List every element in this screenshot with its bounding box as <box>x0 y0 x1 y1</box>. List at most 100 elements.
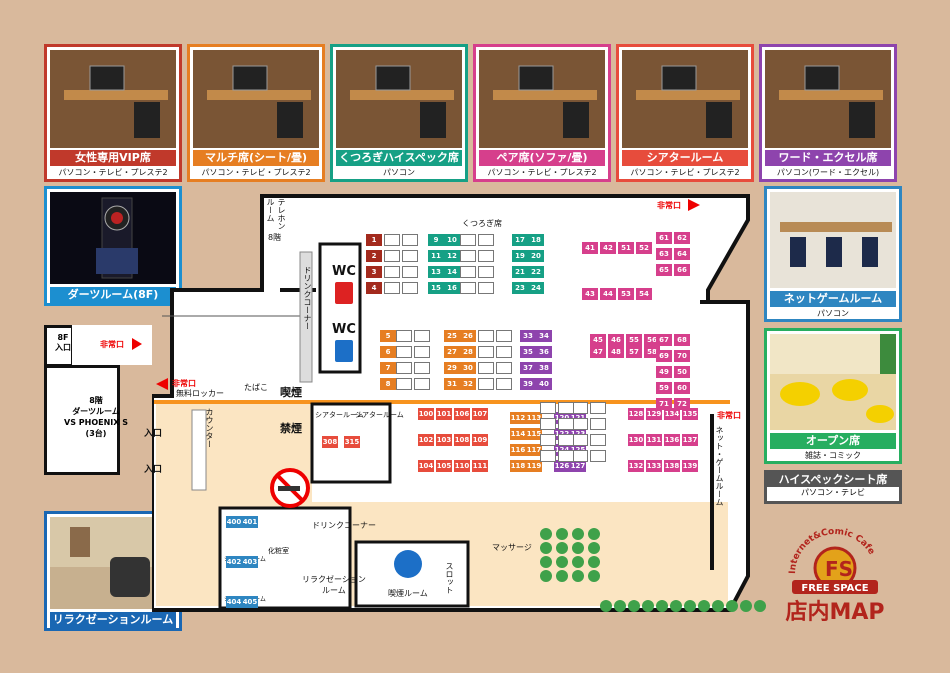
seat-135: 135 <box>682 408 698 420</box>
seat-28: 28 <box>460 346 476 358</box>
seat-37: 37 <box>520 362 536 374</box>
seat-10: 10 <box>444 234 460 246</box>
freespace-logo: Internet&Comic Cafe FS FREE SPACE <box>780 516 890 596</box>
seat-104: 104 <box>418 460 434 472</box>
seat-69: 69 <box>656 350 672 362</box>
seat-101: 101 <box>436 408 452 420</box>
seat-3: 3 <box>366 266 382 278</box>
seat-34: 34 <box>536 330 552 342</box>
seat-128: 128 <box>628 408 644 420</box>
booth <box>558 450 574 462</box>
open-seat <box>614 600 626 612</box>
eighth-floor-area: 8F 入口 非常口 8階 ダーツルーム VS PHOENIX S (3台) <box>44 325 152 475</box>
map-title: 店内MAP <box>785 600 885 625</box>
seat-72: 72 <box>674 398 690 410</box>
tabako-label: たばこ <box>244 383 268 392</box>
seat-105: 105 <box>436 460 452 472</box>
highspec-title: ハイスペックシート席 <box>767 473 899 487</box>
booth <box>414 330 430 342</box>
seat-401: 401 <box>242 516 258 528</box>
netgame-title: ネットゲームルーム <box>770 291 896 307</box>
seat-23: 23 <box>512 282 528 294</box>
locker-label: 無料ロッカー <box>176 389 224 398</box>
booth <box>540 450 556 462</box>
telephone-room-label: テレホン ルーム <box>266 198 286 230</box>
open-sub: 雑誌・コミック <box>805 451 861 460</box>
card-title: ワード・エクセル席 <box>765 150 891 166</box>
seat-308: 308 <box>322 436 338 448</box>
seat-44: 44 <box>600 288 616 300</box>
photo-kutsurogi-booth <box>336 50 462 148</box>
seat-42: 42 <box>600 242 616 254</box>
entrance-label-2: 入口 <box>144 465 163 475</box>
seat-65: 65 <box>656 264 672 276</box>
open-seat <box>572 528 584 540</box>
booth <box>478 378 494 390</box>
booth <box>496 362 512 374</box>
emergency-right-label: 非常口 <box>717 411 741 420</box>
booth <box>396 378 412 390</box>
booth <box>572 434 588 446</box>
booth <box>478 250 494 262</box>
open-seat <box>572 570 584 582</box>
seat-30: 30 <box>460 362 476 374</box>
booth <box>414 362 430 374</box>
wc-label: WC <box>332 264 356 279</box>
booth <box>402 282 418 294</box>
open-seat <box>556 528 568 540</box>
seat-29: 29 <box>444 362 460 374</box>
seat-64: 64 <box>674 248 690 260</box>
feature-card: 女性専用VIP席 パソコン・テレビ・プレステ2 <box>44 44 182 182</box>
open-seat <box>642 600 654 612</box>
seat-40: 40 <box>536 378 552 390</box>
seat-7: 7 <box>380 362 396 374</box>
seat-59: 59 <box>656 382 672 394</box>
seat-17: 17 <box>512 234 528 246</box>
emergency-left-arrow-icon <box>156 378 168 390</box>
booth <box>558 418 574 430</box>
photo-multi-booth <box>193 50 319 148</box>
seat-57: 57 <box>626 346 642 358</box>
booth <box>590 418 606 430</box>
seat-22: 22 <box>528 266 544 278</box>
seat-2: 2 <box>366 250 382 262</box>
open-seat <box>656 600 668 612</box>
eighth-floor-text: 8階 ダーツルーム VS PHOENIX S (3台) <box>64 396 128 438</box>
card-sub: パソコン <box>383 168 415 177</box>
seat-38: 38 <box>536 362 552 374</box>
seat-70: 70 <box>674 350 690 362</box>
seat-53: 53 <box>618 288 634 300</box>
seat-41: 41 <box>582 242 598 254</box>
seat-47: 47 <box>590 346 606 358</box>
drink-corner-label: ドリンクコーナー <box>303 266 312 330</box>
open-seat <box>540 570 552 582</box>
theater-label-1: シアタールーム <box>315 411 364 419</box>
booth <box>540 402 556 414</box>
darts-title: ダーツルーム(8F) <box>50 287 176 303</box>
seat-14: 14 <box>444 266 460 278</box>
seat-126: 126 <box>554 460 570 472</box>
photo-word-booth <box>765 50 891 148</box>
relaxation-label: リラクゼーション ルーム <box>302 575 366 595</box>
booth <box>478 266 494 278</box>
booth <box>460 266 476 278</box>
open-seat <box>670 600 682 612</box>
kutsurogi-label: くつろぎ席 <box>462 219 502 228</box>
open-seat <box>754 600 766 612</box>
seat-8: 8 <box>380 378 396 390</box>
netgame-room-label: ネット・ゲームルーム <box>715 426 724 506</box>
card-title: ペア席(ソファ/畳) <box>479 150 605 166</box>
card-sub: パソコン・テレビ・プレステ2 <box>58 168 168 177</box>
darts-photo <box>50 192 176 284</box>
seat-15: 15 <box>428 282 444 294</box>
seat-119: 119 <box>526 460 542 472</box>
seat-108: 108 <box>454 434 470 446</box>
seat-54: 54 <box>636 288 652 300</box>
seat-110: 110 <box>454 460 470 472</box>
relax-title: リラクゼーションルーム <box>50 612 176 628</box>
card-sub: パソコン・テレビ・プレステ2 <box>201 168 311 177</box>
emergency-arrow-icon <box>132 338 142 350</box>
seat-403: 403 <box>242 556 258 568</box>
seat-19: 19 <box>512 250 528 262</box>
emergency-left-label: 非常口 <box>172 379 196 388</box>
